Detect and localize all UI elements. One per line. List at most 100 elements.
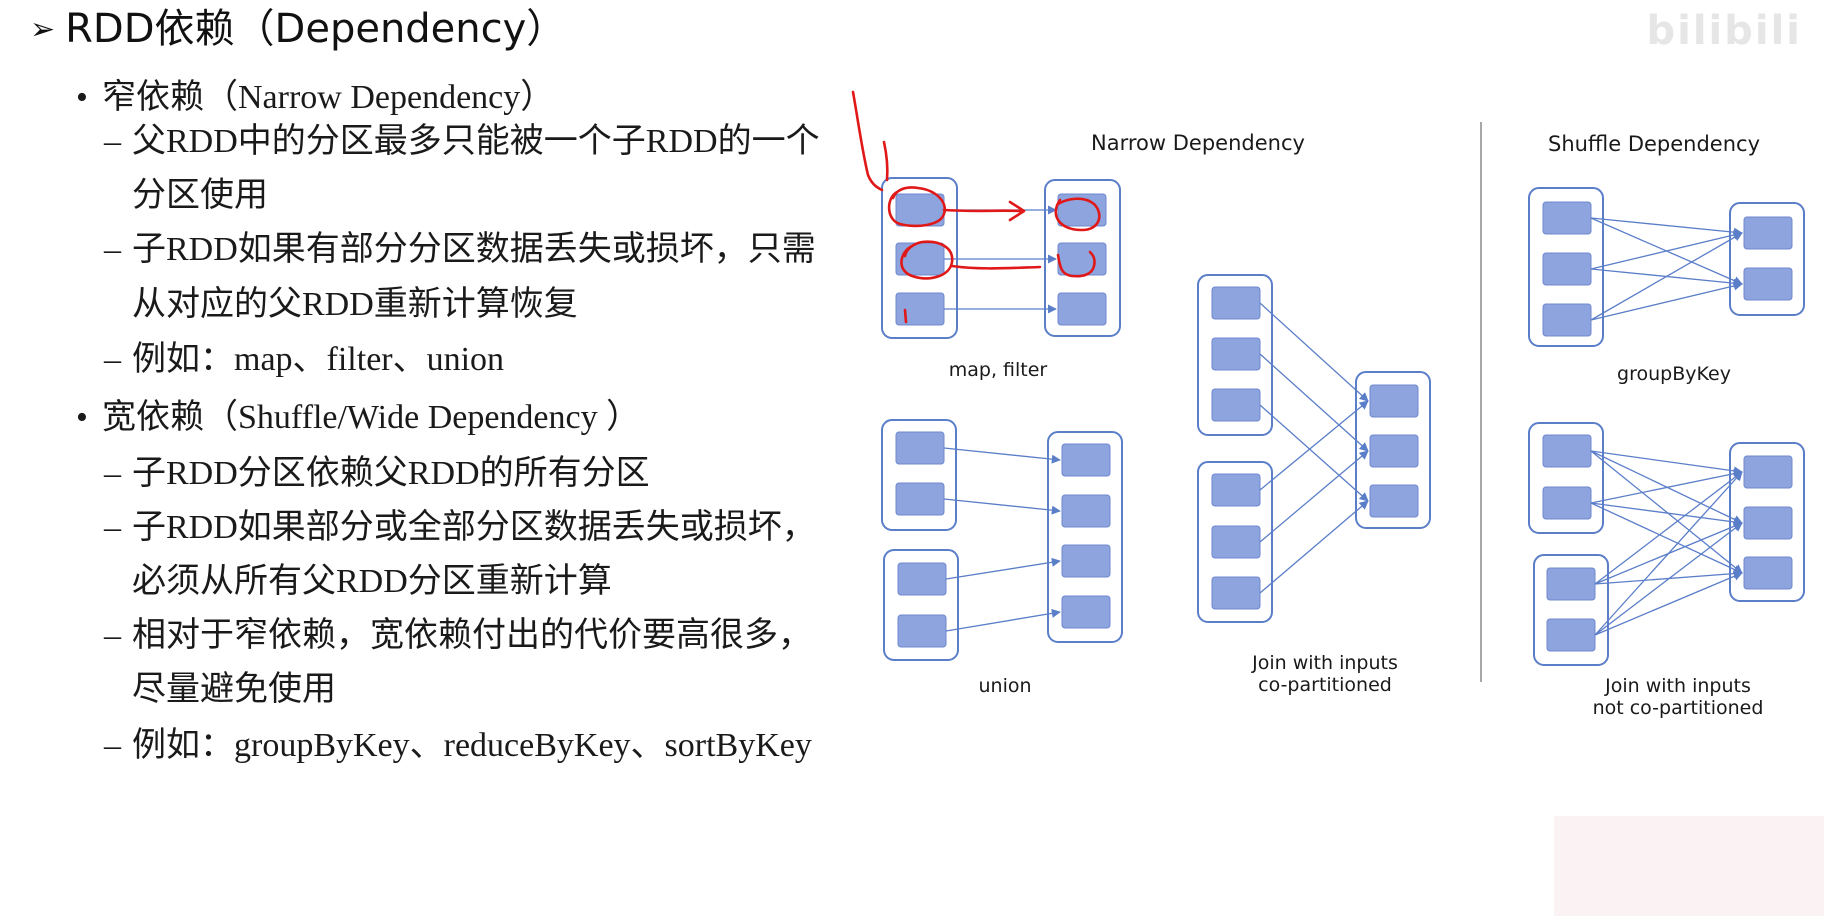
rdd-box bbox=[1528, 187, 1604, 347]
wide-point-4: –例如：groupByKey、reduceByKey、sortByKey bbox=[104, 727, 812, 764]
partition bbox=[1546, 618, 1596, 652]
dependency-edge bbox=[1590, 230, 1743, 270]
join-not-label-line1: Join with inputs bbox=[1604, 675, 1751, 697]
dependency-edge bbox=[1259, 353, 1369, 452]
partition bbox=[897, 614, 947, 648]
partition bbox=[1369, 384, 1419, 418]
dash-icon: – bbox=[104, 341, 121, 378]
narrow-point-3: –例如：map、filter、union bbox=[104, 341, 505, 378]
dependency-edge bbox=[1594, 471, 1743, 636]
dependency-edge bbox=[1590, 502, 1743, 527]
dependency-edge bbox=[1259, 302, 1369, 402]
rdd-box bbox=[1044, 179, 1121, 337]
partition bbox=[1369, 484, 1419, 518]
dependency-edge bbox=[943, 447, 1061, 464]
partition bbox=[1743, 506, 1793, 540]
rdd-box bbox=[1355, 371, 1431, 529]
partition bbox=[1369, 434, 1419, 468]
rdd-box bbox=[1528, 422, 1604, 534]
join-not-co-partitioned-group: Join with inputs not co-partitioned bbox=[1528, 422, 1805, 719]
dependency-edge bbox=[1590, 217, 1743, 237]
partition bbox=[1743, 216, 1793, 250]
dependency-edge bbox=[1259, 450, 1369, 543]
partition bbox=[1542, 252, 1592, 286]
wide-point-3: –相对于窄依赖，宽依赖付出的代价要高很多， bbox=[104, 617, 812, 654]
groupbykey-group: groupByKey bbox=[1528, 187, 1805, 385]
join-co-partitioned-group: Join with inputs co-partitioned bbox=[1197, 274, 1431, 696]
partition bbox=[1542, 201, 1592, 235]
partition bbox=[1542, 486, 1592, 520]
union-group: union bbox=[881, 419, 1123, 697]
rdd-box bbox=[1197, 274, 1273, 436]
partition bbox=[1211, 576, 1261, 610]
partition bbox=[1743, 267, 1793, 301]
corner-overlay bbox=[1554, 816, 1824, 916]
annotation-stroke bbox=[1056, 250, 1096, 278]
partition bbox=[1211, 388, 1261, 422]
rdd-box bbox=[1197, 461, 1273, 623]
dependency-edge bbox=[1259, 400, 1369, 491]
partition bbox=[1211, 337, 1261, 371]
dependency-edge bbox=[1594, 571, 1743, 636]
arrow-bullet-icon: ➢ bbox=[30, 12, 56, 47]
narrow-point-2-cont: 从对应的父RDD重新计算恢复 bbox=[132, 286, 578, 323]
partition bbox=[895, 292, 945, 326]
rdd-box bbox=[883, 549, 959, 661]
map-filter-label: map, filter bbox=[949, 359, 1048, 381]
dash-icon: – bbox=[104, 455, 121, 492]
wide-heading: •宽依赖（Shuffle/Wide Dependency ） bbox=[76, 399, 641, 436]
bullet-dot-icon: • bbox=[76, 79, 88, 116]
red-pen-annotations bbox=[851, 90, 1101, 324]
dash-icon: – bbox=[104, 617, 121, 654]
narrow-point-1-cont: 分区使用 bbox=[132, 177, 268, 214]
narrow-point-1: –父RDD中的分区最多只能被一个子RDD的一个 bbox=[104, 123, 820, 160]
annotation-circle bbox=[900, 240, 954, 280]
dash-icon: – bbox=[104, 123, 121, 160]
annotation-circle bbox=[1054, 197, 1101, 232]
partition bbox=[1743, 556, 1793, 590]
partition bbox=[1546, 567, 1596, 601]
partition bbox=[895, 431, 945, 465]
partition bbox=[1061, 443, 1111, 477]
partition bbox=[1211, 525, 1261, 559]
partition bbox=[1061, 544, 1111, 578]
dependency-edge bbox=[1590, 450, 1743, 476]
narrow-dependency-title: Narrow Dependency bbox=[1091, 131, 1305, 155]
rdd-box bbox=[881, 419, 957, 531]
bilibili-watermark: bilibili bbox=[1646, 8, 1802, 54]
slide-title: ➢ RDD依赖（Dependency） bbox=[30, 4, 566, 54]
partition bbox=[1057, 292, 1107, 326]
rdd-box bbox=[881, 177, 958, 339]
bullet-dot-icon: • bbox=[76, 399, 88, 436]
slide-title-text: RDD依赖（Dependency） bbox=[65, 6, 567, 52]
annotation-circle bbox=[887, 186, 947, 228]
shuffle-dependency-title: Shuffle Dependency bbox=[1548, 132, 1760, 156]
wide-point-2-cont: 必须从所有父RDD分区重新计算 bbox=[132, 563, 612, 600]
wide-point-1: –子RDD分区依赖父RDD的所有分区 bbox=[104, 455, 650, 492]
annotation-stroke bbox=[882, 140, 889, 182]
narrow-point-2: –子RDD如果有部分分区数据丢失或损坏，只需 bbox=[104, 231, 816, 268]
join-co-label-line1: Join with inputs bbox=[1251, 652, 1398, 674]
union-label: union bbox=[978, 675, 1031, 697]
dash-icon: – bbox=[104, 509, 121, 546]
annotation-stroke bbox=[851, 90, 884, 192]
partition bbox=[1211, 286, 1261, 320]
dependency-edge bbox=[1594, 471, 1743, 585]
map-filter-group: map, filter bbox=[881, 177, 1121, 381]
dependency-edge bbox=[1590, 502, 1743, 574]
partition bbox=[1061, 595, 1111, 629]
dependency-edge bbox=[1590, 469, 1743, 504]
dependency-edge bbox=[1259, 500, 1369, 594]
partition bbox=[1211, 473, 1261, 507]
rdd-box bbox=[1047, 431, 1123, 643]
dependency-edge bbox=[1590, 232, 1743, 321]
wide-point-3-cont: 尽量避免使用 bbox=[132, 671, 336, 708]
dash-icon: – bbox=[104, 231, 121, 268]
rdd-box bbox=[1533, 554, 1609, 666]
partition bbox=[1057, 242, 1107, 276]
dependency-edge bbox=[1594, 522, 1743, 636]
partition bbox=[897, 562, 947, 596]
partition bbox=[1542, 434, 1592, 468]
join-not-label-line2: not co-partitioned bbox=[1593, 697, 1764, 719]
